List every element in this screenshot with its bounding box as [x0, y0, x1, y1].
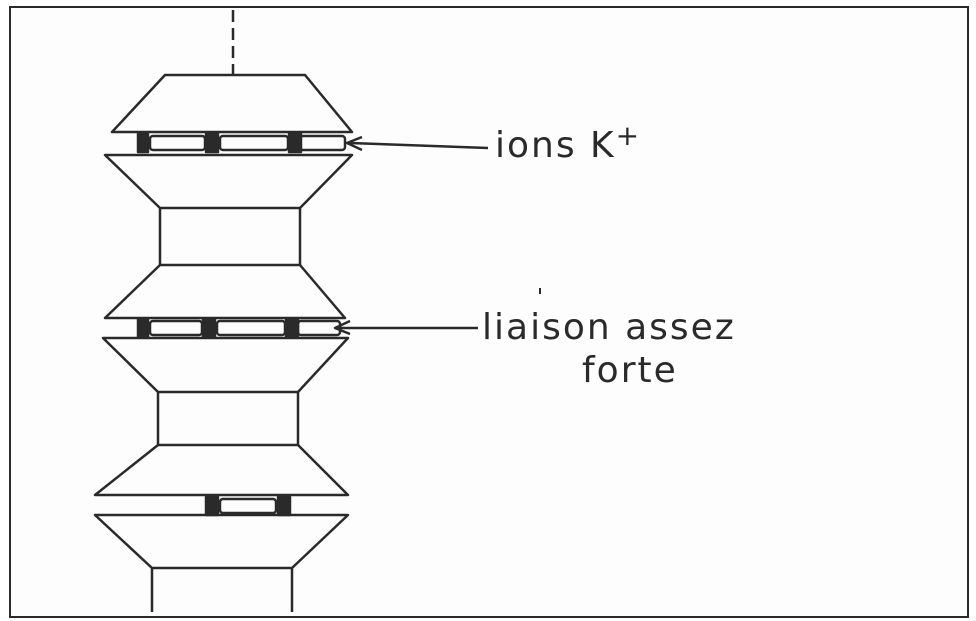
interlayer-2 [136, 317, 342, 339]
ion-k-2c [284, 317, 300, 339]
interlayer-1 [136, 132, 347, 154]
label-ions-k: ions K+ [495, 122, 641, 166]
block-3-top-trapezoid [93, 443, 350, 497]
arrow-ions [345, 135, 489, 152]
label-liaison-line2: forte [582, 350, 678, 391]
label-ions-k-text: ions K [495, 125, 616, 166]
block-2-top-trapezoid [103, 263, 347, 320]
interlayer-3 [204, 495, 292, 517]
ion-k-1b [204, 132, 220, 154]
ion-k-2b [201, 317, 217, 339]
ion-k-3b [276, 495, 292, 517]
block-1-top-trapezoid [110, 73, 354, 134]
block-3-bottom-trapezoid [93, 513, 350, 570]
ion-k-3a [204, 495, 220, 517]
block-2-bottom-trapezoid [101, 336, 350, 394]
ion-k-2a [136, 317, 150, 339]
block-1-bottom-trapezoid [103, 153, 354, 210]
ion-k-1a [136, 132, 150, 154]
label-liaison-line1: liaison assez [482, 307, 736, 348]
arrow-liaison [333, 319, 478, 336]
ion-k-1c [287, 132, 303, 154]
label-ions-k-charge: + [615, 119, 642, 152]
